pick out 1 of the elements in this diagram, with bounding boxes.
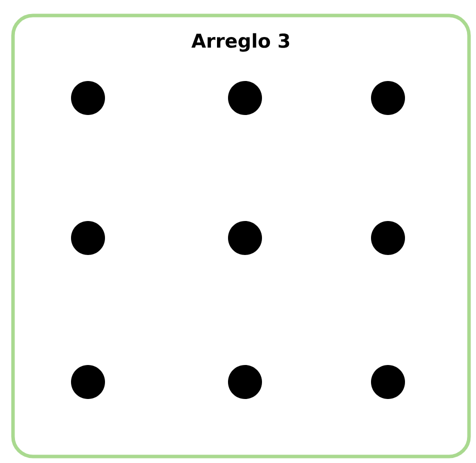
heading: Arreglo 3	[191, 33, 290, 52]
